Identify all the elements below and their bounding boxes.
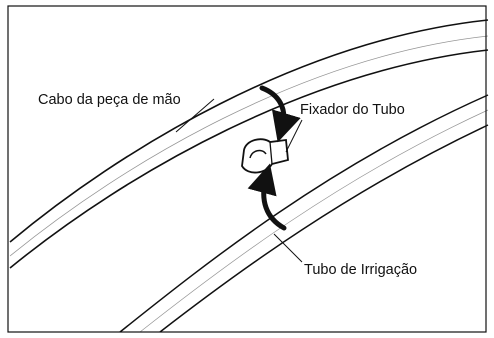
- leader-tube-clip: [285, 119, 303, 153]
- tube-clip-icon: [241, 138, 289, 174]
- irrigation-tube: [119, 94, 489, 333]
- handpiece-cable: [9, 19, 489, 269]
- curved-arrow-down-icon: [259, 85, 301, 143]
- leader-irrigation-tube: [273, 233, 303, 263]
- diagram-frame: [7, 5, 487, 333]
- curved-arrow-up-icon: [247, 163, 287, 231]
- label-tube-clip: Fixador do Tubo: [300, 102, 405, 118]
- leader-handpiece-cable: [175, 98, 215, 133]
- label-irrigation-tube: Tubo de Irrigação: [304, 262, 417, 278]
- label-handpiece-cable: Cabo da peça de mão: [38, 92, 181, 108]
